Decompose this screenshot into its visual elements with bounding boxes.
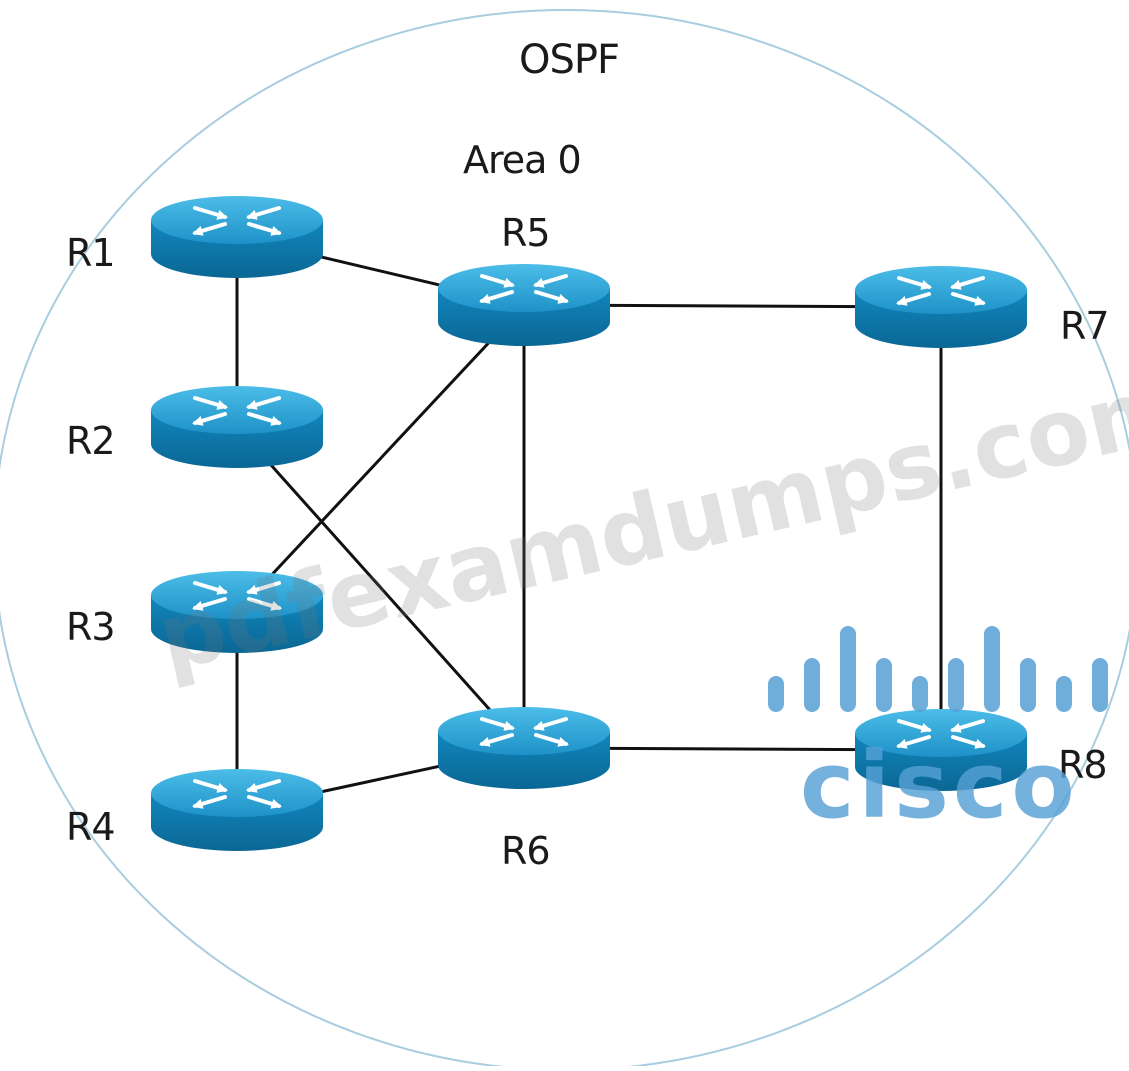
router-label-r7: R7 [1060,304,1110,348]
router-label-r5: R5 [501,211,551,255]
link-r2-r6 [235,426,526,749]
router-label-r3: R3 [66,605,116,649]
router-label-r8: R8 [1058,743,1108,787]
router-label-r2: R2 [66,419,116,463]
router-icon-r2 [151,386,323,468]
cisco-logo-word: cisco [800,732,1079,839]
router-icon-r8 [855,709,1027,791]
routers-layer [151,196,1027,851]
router-icon-r7 [855,266,1027,348]
router-icon-r3 [151,571,323,653]
router-label-r1: R1 [66,231,116,275]
router-icon-r4 [151,769,323,851]
router-icon-r6 [438,707,610,789]
router-icon-r1 [151,196,323,278]
area-label: Area 0 [463,138,582,182]
router-label-r6: R6 [501,829,551,873]
link-r3-r5 [235,303,526,614]
router-label-r4: R4 [66,805,116,849]
cisco-logo-bars [768,626,1108,712]
protocol-title: OSPF [519,37,620,83]
router-icon-r5 [438,264,610,346]
